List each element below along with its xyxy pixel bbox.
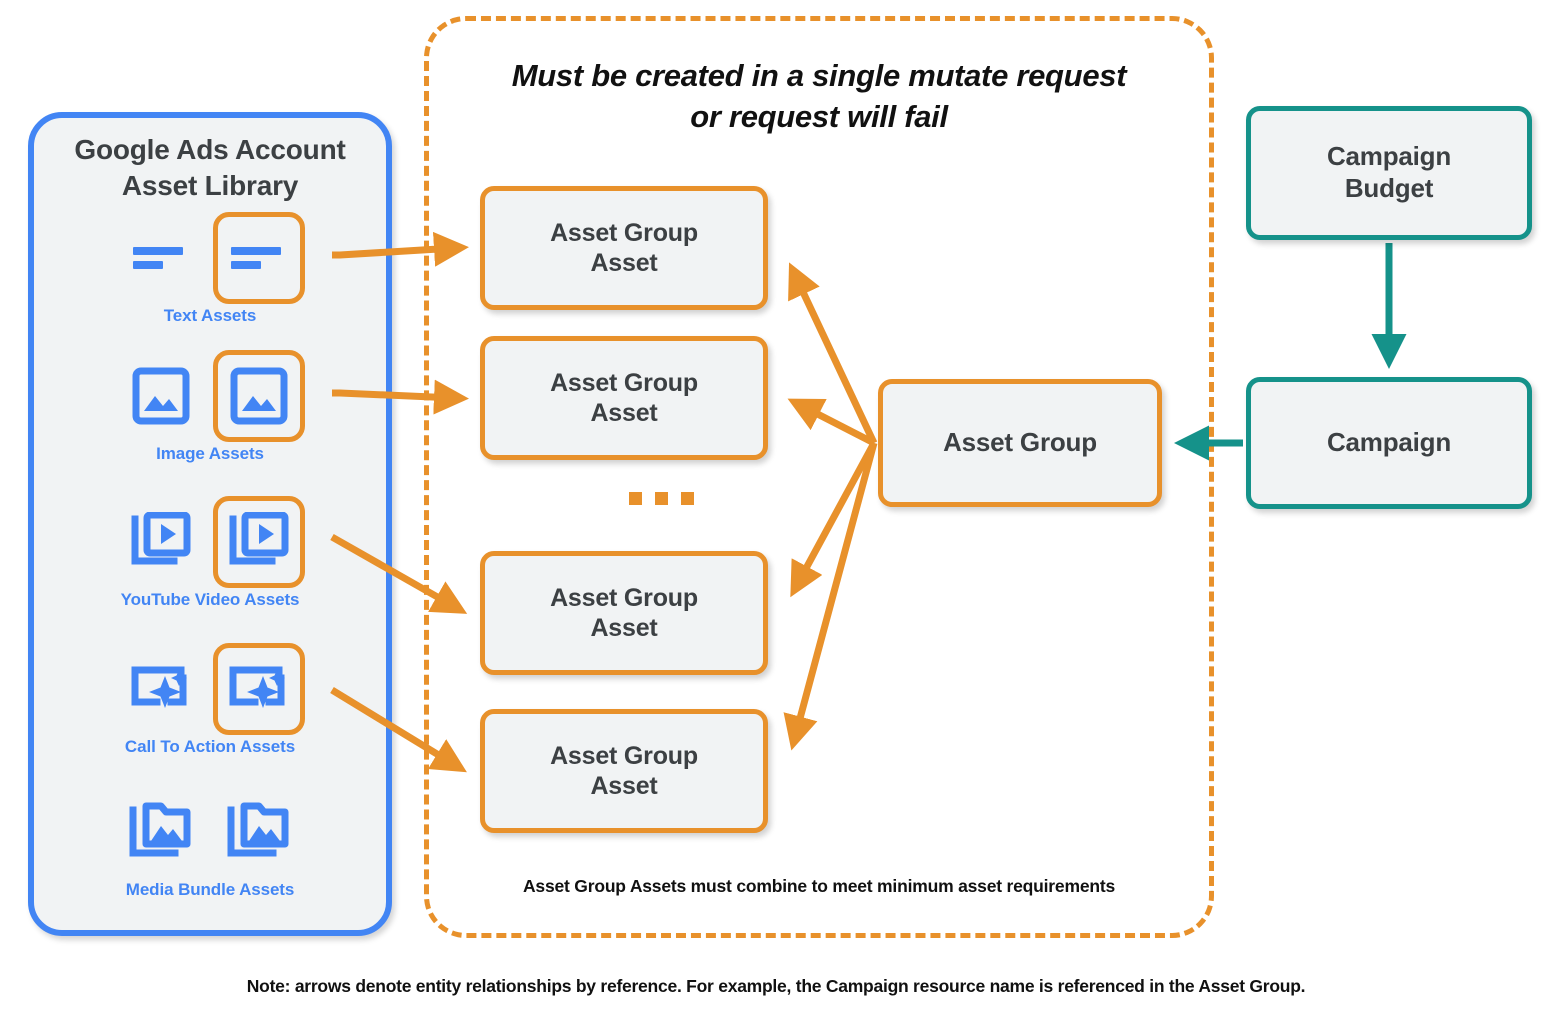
- diagram-note: Note: arrows denote entity relationships…: [246, 976, 1306, 996]
- asset-library-panel: Google Ads Account Asset Library: [28, 112, 392, 936]
- ellipsis-indicator: [629, 492, 694, 505]
- media-bundle-asset-icon-pair: [34, 786, 386, 878]
- asset-group-asset-node-2-line-1: Asset Group: [550, 368, 698, 397]
- ellipsis-dot-3: [681, 492, 694, 505]
- call-to-action-asset-icon: [115, 643, 207, 735]
- text-asset-icon-pair: [34, 212, 386, 304]
- video-asset-icon: [115, 496, 207, 588]
- asset-group-asset-node-3[interactable]: Asset Group Asset: [480, 551, 768, 675]
- image-asset-icon-selected[interactable]: [213, 350, 305, 442]
- ellipsis-dot-2: [655, 492, 668, 505]
- asset-row-cta: Call To Action Assets: [34, 643, 386, 757]
- campaign-node[interactable]: Campaign: [1246, 377, 1532, 509]
- call-to-action-asset-icon-pair: [34, 643, 386, 735]
- campaign-budget-node[interactable]: Campaign Budget: [1246, 106, 1532, 240]
- single-mutate-request-container: [424, 16, 1214, 938]
- asset-group-node[interactable]: Asset Group: [878, 379, 1162, 507]
- asset-caption-media-bundle: Media Bundle Assets: [125, 880, 295, 899]
- call-to-action-asset-icon-selected[interactable]: [213, 643, 305, 735]
- mutate-heading-line-2: or request will fail: [690, 98, 948, 134]
- asset-library-title-line-1: Google Ads Account: [74, 134, 346, 165]
- mutate-heading: Must be created in a single mutate reque…: [434, 56, 1204, 138]
- campaign-node-label: Campaign: [1326, 427, 1452, 458]
- video-asset-icon-selected[interactable]: [213, 496, 305, 588]
- asset-row-text: Text Assets: [34, 212, 386, 326]
- media-bundle-asset-icon-second: [213, 786, 305, 878]
- image-asset-icon: [115, 350, 207, 442]
- asset-library-title-line-2: Asset Library: [121, 169, 299, 201]
- campaign-budget-node-line-1: Campaign: [1326, 141, 1452, 172]
- asset-group-asset-node-4-line-1: Asset Group: [550, 741, 698, 770]
- mutate-heading-line-1: Must be created in a single mutate reque…: [511, 58, 1127, 93]
- asset-row-image: Image Assets: [34, 350, 386, 464]
- asset-group-node-label: Asset Group: [943, 427, 1097, 458]
- asset-row-media-bundle: Media Bundle Assets: [34, 786, 386, 900]
- asset-group-asset-node-2-line-2: Asset: [590, 399, 658, 427]
- video-asset-icon-pair: [34, 496, 386, 588]
- asset-group-asset-node-4[interactable]: Asset Group Asset: [480, 709, 768, 833]
- asset-group-asset-node-3-line-2: Asset: [590, 614, 658, 642]
- asset-group-asset-node-2[interactable]: Asset Group Asset: [480, 336, 768, 460]
- ellipsis-dot-1: [629, 492, 642, 505]
- campaign-budget-node-line-2: Budget: [1344, 173, 1434, 203]
- asset-row-video: YouTube Video Assets: [34, 496, 386, 610]
- asset-group-asset-node-1-line-1: Asset Group: [550, 218, 698, 247]
- text-asset-icon-selected[interactable]: [213, 212, 305, 304]
- asset-group-asset-node-1[interactable]: Asset Group Asset: [480, 186, 768, 310]
- mutate-footnote: Asset Group Assets must combine to meet …: [522, 876, 1115, 896]
- asset-group-asset-node-1-line-2: Asset: [590, 249, 658, 277]
- asset-caption-text: Text Assets: [163, 306, 257, 325]
- asset-library-title: Google Ads Account Asset Library: [34, 132, 386, 204]
- asset-caption-image: Image Assets: [156, 444, 264, 463]
- asset-caption-cta: Call To Action Assets: [124, 737, 296, 756]
- media-bundle-asset-icon: [115, 786, 207, 878]
- asset-group-asset-node-4-line-2: Asset: [590, 772, 658, 800]
- image-asset-icon-pair: [34, 350, 386, 442]
- text-asset-icon: [115, 212, 207, 304]
- asset-group-asset-node-3-line-1: Asset Group: [550, 583, 698, 612]
- asset-caption-video: YouTube Video Assets: [120, 590, 300, 609]
